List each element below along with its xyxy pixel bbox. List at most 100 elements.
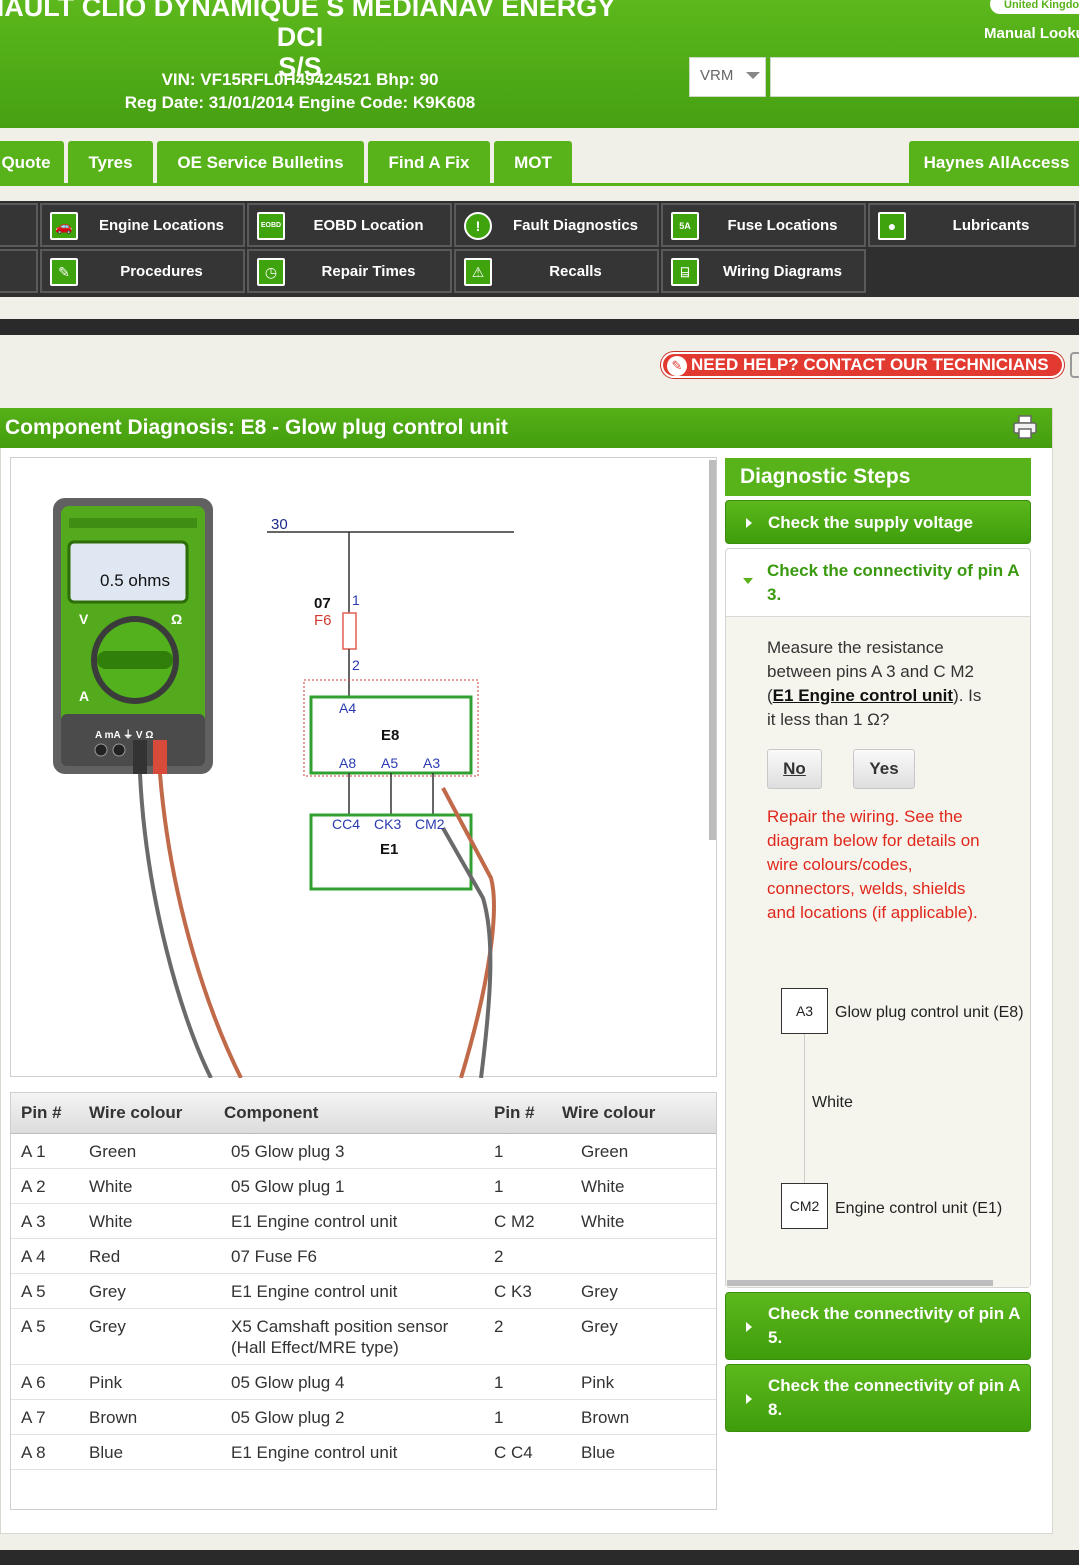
e1-engine-control-unit-link[interactable]: E1 Engine control unit bbox=[772, 686, 954, 705]
recall-icon: ⚠ bbox=[464, 258, 492, 286]
fuse-pin-2: 2 bbox=[352, 657, 360, 673]
subnav-label: Procedures bbox=[120, 263, 203, 280]
subnav-repair-times[interactable]: ◷ Repair Times bbox=[247, 249, 452, 293]
subnav-label: Fuse Locations bbox=[727, 217, 838, 234]
tab-quote[interactable]: Quote bbox=[0, 141, 64, 185]
cell-wire-colour: Pink bbox=[79, 1364, 214, 1400]
subnav-label: Fault Diagnostics bbox=[512, 217, 639, 234]
chat-icon[interactable] bbox=[1070, 352, 1079, 378]
pin-cm2-component: Engine control unit (E1) bbox=[835, 1200, 1003, 1217]
print-icon[interactable] bbox=[1012, 414, 1038, 440]
cell-pin-2: C M2 bbox=[484, 1203, 552, 1239]
cell-wire-colour: Blue bbox=[79, 1434, 214, 1470]
tab-find-a-fix[interactable]: Find A Fix bbox=[368, 141, 490, 185]
cell-pin-2: 1 bbox=[484, 1364, 552, 1400]
subnav-label: Recalls bbox=[549, 263, 602, 280]
cell-wire-colour: White bbox=[79, 1203, 214, 1239]
cell-pin: A 1 bbox=[11, 1133, 79, 1169]
subnav-fuse-locations[interactable]: 5A Fuse Locations bbox=[661, 203, 866, 247]
footer-strip bbox=[0, 1550, 1079, 1565]
cell-pin: A 3 bbox=[11, 1203, 79, 1239]
multimeter bbox=[53, 498, 243, 1078]
cell-component: 05 Glow plug 2 bbox=[214, 1399, 484, 1435]
wrench-icon: ✎ bbox=[50, 258, 78, 286]
col-pin: Pin # bbox=[11, 1093, 79, 1134]
cell-pin: A 5 bbox=[11, 1273, 79, 1309]
wire-line bbox=[804, 1034, 805, 1183]
no-button[interactable]: No bbox=[767, 749, 822, 789]
e8-pin-a5: A5 bbox=[381, 755, 398, 771]
cell-pin: A 6 bbox=[11, 1364, 79, 1400]
cell-wire-colour-2: Brown bbox=[552, 1399, 716, 1435]
panel-title: Component Diagnosis: E8 - Glow plug cont… bbox=[0, 408, 1052, 448]
fuse-label: 07 bbox=[314, 595, 331, 612]
tab-haynes-allaccess[interactable]: Haynes AllAccess bbox=[909, 141, 1079, 185]
step-horizontal-scrollbar[interactable] bbox=[727, 1280, 993, 1286]
manual-lookup-link[interactable]: Manual Lookup bbox=[984, 25, 1079, 42]
tab-oe-service-bulletins[interactable]: OE Service Bulletins bbox=[157, 141, 364, 185]
wire-colour-label: White bbox=[812, 1094, 853, 1111]
warning-icon: ! bbox=[464, 212, 492, 240]
subnav-label: Repair Times bbox=[321, 263, 416, 280]
subnav-fault-diagnostics[interactable]: ! Fault Diagnostics bbox=[454, 203, 659, 247]
diagnostic-steps-heading: Diagnostic Steps bbox=[725, 458, 1031, 496]
step-check-supply-voltage[interactable]: Check the supply voltage bbox=[725, 500, 1031, 544]
subnav-label: Wiring Diagrams bbox=[722, 263, 843, 280]
cell-wire-colour: Red bbox=[79, 1238, 214, 1274]
subnav-eobd-location[interactable]: EOBD EOBD Location bbox=[247, 203, 452, 247]
cell-pin: A 7 bbox=[11, 1399, 79, 1435]
cell-component: 07 Fuse F6 bbox=[214, 1238, 484, 1274]
subnav-procedures[interactable]: ✎ Procedures bbox=[40, 249, 245, 293]
cell-wire-colour-2: Green bbox=[552, 1133, 716, 1169]
cell-pin-2: 1 bbox=[484, 1399, 552, 1435]
bus-label: 30 bbox=[271, 516, 288, 533]
meter-ohm-label: Ω bbox=[171, 611, 182, 627]
e1-pin-cc4: CC4 bbox=[332, 816, 360, 832]
cell-pin-2: C K3 bbox=[484, 1273, 552, 1309]
vehicle-info: VIN: VF15RFL0H49424521 Bhp: 90 Reg Date:… bbox=[0, 68, 600, 114]
vrm-input[interactable] bbox=[770, 57, 1079, 97]
subnav-engine-locations[interactable]: 🚗 Engine Locations bbox=[40, 203, 245, 247]
yes-button[interactable]: Yes bbox=[853, 749, 915, 789]
subnav-recalls[interactable]: ⚠ Recalls bbox=[454, 249, 659, 293]
tab-tyres[interactable]: Tyres bbox=[68, 141, 153, 185]
car-icon: 🚗 bbox=[50, 212, 78, 240]
subnav-item-left-1[interactable] bbox=[0, 203, 38, 247]
contact-technicians-button[interactable]: NEED HELP? CONTACT OUR TECHNICIANS bbox=[661, 352, 1064, 378]
vehicle-title: NAULT CLIO DYNAMIQUE S MEDIANAV ENERGY D… bbox=[0, 0, 620, 82]
e8-pin-a4: A4 bbox=[339, 700, 356, 716]
step-check-pin-a8[interactable]: Check the connectivity of pin A 8. bbox=[725, 1364, 1031, 1432]
subnav-lubricants[interactable]: ● Lubricants bbox=[868, 203, 1076, 247]
step-check-pin-a5[interactable]: Check the connectivity of pin A 5. bbox=[725, 1292, 1031, 1360]
col-wire-colour: Wire colour bbox=[79, 1093, 214, 1134]
oil-drop-icon: ● bbox=[878, 212, 906, 240]
fuse-pin-1: 1 bbox=[352, 592, 360, 608]
cell-wire-colour-2: Grey bbox=[552, 1273, 716, 1309]
chevron-down-icon bbox=[746, 72, 760, 79]
col-pin-2: Pin # bbox=[484, 1093, 552, 1134]
meter-v-label: V bbox=[79, 611, 89, 627]
fuse-icon: 5A bbox=[671, 212, 699, 240]
subnav-item-left-2[interactable] bbox=[0, 249, 38, 293]
step-title-pin-a3[interactable]: Check the connectivity of pin A 3. bbox=[767, 561, 1019, 604]
vehicle-title-line2: S/S bbox=[278, 52, 322, 82]
tab-mot[interactable]: MOT bbox=[494, 141, 572, 185]
step-question: Measure the resistance between pins A 3 … bbox=[767, 636, 987, 732]
cell-component: X5 Camshaft position sensor (Hall Effect… bbox=[214, 1308, 484, 1365]
e1-pin-ck3: CK3 bbox=[374, 816, 401, 832]
cell-wire-colour: Grey bbox=[79, 1273, 214, 1309]
subnav-label: Engine Locations bbox=[98, 217, 224, 234]
subnav-wiring-diagrams[interactable]: ⌸ Wiring Diagrams bbox=[661, 249, 866, 293]
diagram-scrollbar[interactable] bbox=[709, 460, 716, 840]
cell-wire-colour: Grey bbox=[79, 1308, 214, 1365]
cell-wire-colour-2: White bbox=[552, 1203, 716, 1239]
cell-pin-2: 2 bbox=[484, 1308, 552, 1365]
chevron-right-icon bbox=[746, 1322, 752, 1332]
chevron-down-icon[interactable] bbox=[743, 578, 753, 584]
region-selector[interactable]: United Kingdom bbox=[990, 0, 1079, 14]
question-suffix: ). Is it less than 1 Ω? bbox=[767, 686, 982, 729]
step-divider bbox=[726, 616, 1030, 617]
